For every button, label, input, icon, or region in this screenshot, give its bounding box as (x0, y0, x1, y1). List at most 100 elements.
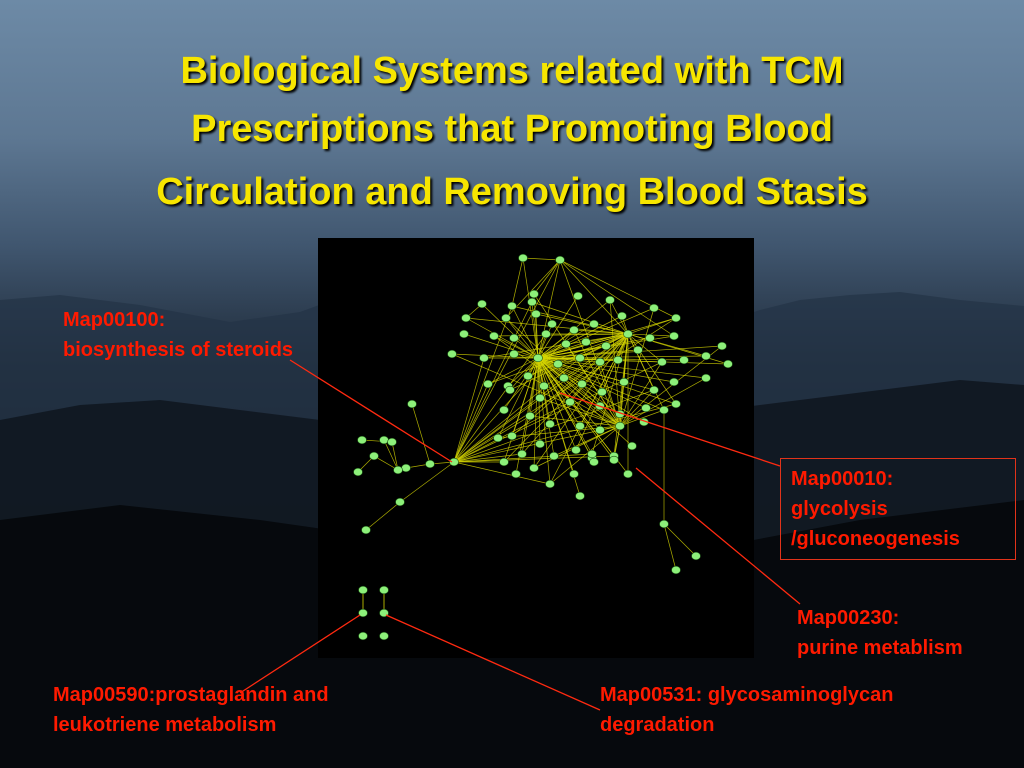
network-node (613, 355, 623, 365)
network-edge (511, 305, 629, 335)
network-node (379, 435, 389, 445)
network-edge (537, 357, 729, 365)
network-graph (353, 253, 733, 641)
network-edge (463, 333, 539, 359)
network-edge (522, 257, 561, 261)
slide-title-line-3: Circulation and Removing Blood Stasis (156, 171, 868, 213)
network-node (659, 519, 669, 529)
network-node (379, 631, 389, 641)
network-node (461, 313, 471, 323)
network-node (553, 359, 563, 369)
network-edge (559, 259, 629, 335)
network-edge (663, 523, 677, 571)
callout-map00531-line2: degradation (600, 714, 715, 736)
network-node (597, 387, 607, 397)
network-edge (537, 307, 655, 359)
network-node (633, 345, 643, 355)
network-node (623, 329, 633, 339)
network-node (623, 469, 633, 479)
network-edge (453, 453, 523, 463)
network-edge (535, 313, 629, 335)
network-node (659, 405, 669, 415)
callout-map00010-desc2: /gluconeogenesis (791, 528, 960, 550)
callout-map00230: Map00230: purine metablism (797, 603, 963, 663)
network-node (609, 455, 619, 465)
network-node (723, 359, 733, 369)
network-node (357, 435, 367, 445)
network-edge (465, 317, 629, 335)
network-edge (559, 259, 677, 319)
network-node (527, 297, 537, 307)
network-edge (537, 333, 629, 359)
network-edge (453, 357, 485, 463)
network-edge (537, 323, 553, 359)
network-node (645, 333, 655, 343)
network-node (407, 399, 417, 409)
network-node (671, 399, 681, 409)
network-edge (487, 357, 539, 385)
network-node (449, 457, 459, 467)
network-node (569, 469, 579, 479)
network-edge (453, 383, 489, 463)
network-edge (537, 357, 707, 379)
callout-map00010-id: Map00010: (791, 468, 894, 490)
callout-map00590: Map00590:prostaglandin and leukotriene m… (53, 680, 329, 740)
network-node (535, 439, 545, 449)
network-edge (507, 357, 539, 387)
network-node (529, 289, 539, 299)
slide-title-line-2: Prescriptions that Promoting Blood (191, 108, 833, 150)
network-edge (537, 259, 561, 359)
network-node (555, 255, 565, 265)
network-node (595, 357, 605, 367)
network-node (657, 357, 667, 367)
network-node (589, 457, 599, 467)
network-node (573, 291, 583, 301)
network-node (649, 303, 659, 313)
callout-map00230-desc: purine metablism (797, 637, 963, 659)
network-edge (533, 357, 539, 469)
network-node (545, 479, 555, 489)
network-edge (493, 335, 539, 359)
network-node (525, 411, 535, 421)
network-node (489, 331, 499, 341)
network-node (459, 329, 469, 339)
network-node (581, 337, 591, 347)
network-node (523, 371, 533, 381)
network-node (561, 339, 571, 349)
network-edge (511, 305, 539, 359)
network-edge (505, 317, 539, 359)
network-node (589, 319, 599, 329)
network-node (669, 377, 679, 387)
network-node (395, 497, 405, 507)
network-node (393, 465, 403, 475)
network-edge (483, 333, 629, 359)
network-node (641, 403, 651, 413)
network-edge (503, 357, 539, 411)
network-node (701, 373, 711, 383)
network-node (505, 385, 515, 395)
callout-map00100: Map00100: biosynthesis of steroids (63, 305, 293, 365)
network-node (379, 608, 389, 618)
network-node (529, 463, 539, 473)
network-node (627, 441, 637, 451)
network-edge (513, 337, 539, 359)
network-node (679, 355, 689, 365)
network-node (358, 631, 368, 641)
network-edge (563, 333, 629, 379)
network-edge (453, 301, 533, 463)
network-node (477, 299, 487, 309)
network-edge (522, 257, 539, 359)
network-edge (537, 343, 567, 359)
network-node (615, 421, 625, 431)
network-edge (537, 341, 587, 359)
network-node (569, 325, 579, 335)
network-node (559, 373, 569, 383)
network-node (425, 459, 435, 469)
network-node (595, 401, 605, 411)
network-edge (535, 313, 539, 359)
network-node (545, 419, 555, 429)
network-node (379, 585, 389, 595)
network-edge (537, 355, 707, 359)
network-node (511, 469, 521, 479)
network-edge (453, 317, 677, 463)
